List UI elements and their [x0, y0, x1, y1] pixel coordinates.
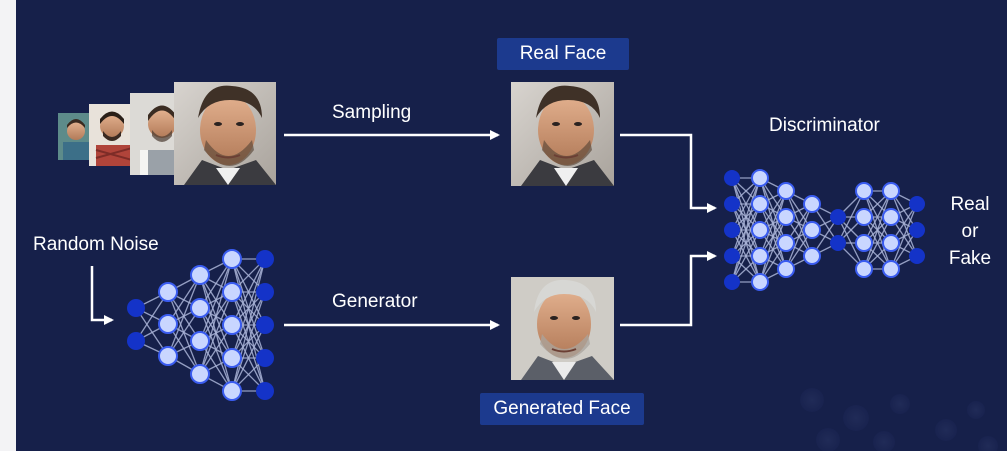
network-node: [158, 314, 178, 334]
output-fake-label: Fake: [948, 248, 992, 269]
network-node: [222, 348, 242, 368]
network-node: [830, 235, 846, 251]
network-node: [777, 234, 795, 252]
discriminator-label: Discriminator: [769, 115, 880, 136]
network-node: [158, 282, 178, 302]
network-connection: [731, 203, 761, 283]
face-photo-3: [130, 93, 180, 175]
generator-neural-network-icon: [127, 249, 274, 401]
face-photo-1: [58, 113, 92, 160]
network-node: [724, 196, 740, 212]
network-connection: [863, 216, 892, 270]
network-node: [158, 346, 178, 366]
network-node: [190, 331, 210, 351]
diagram-canvas: [58, 82, 998, 451]
discriminator-neural-network-icon: [724, 169, 925, 291]
real-to-discriminator-arrow: [620, 133, 717, 213]
decorative-dots: [800, 388, 998, 451]
network-node: [830, 209, 846, 225]
generated-face-photo: [511, 277, 614, 380]
network-node: [190, 265, 210, 285]
network-node: [751, 273, 769, 291]
network-node: [882, 208, 900, 226]
network-node: [724, 170, 740, 186]
network-node: [882, 260, 900, 278]
network-node: [724, 222, 740, 238]
generator-label: Generator: [332, 291, 418, 312]
network-node: [777, 260, 795, 278]
network-node: [127, 299, 145, 317]
output-or-label: or: [961, 221, 979, 242]
network-connection: [731, 177, 761, 283]
network-connection: [759, 190, 787, 257]
network-node: [222, 282, 242, 302]
generated-face-badge: Generated Face: [480, 393, 644, 425]
network-connection: [731, 177, 761, 257]
generated-to-discriminator-arrow: [620, 251, 717, 327]
network-node: [751, 169, 769, 187]
network-node: [256, 349, 274, 367]
network-node: [190, 298, 210, 318]
network-node: [256, 250, 274, 268]
output-real-label: Real: [950, 194, 990, 215]
network-connection: [731, 177, 761, 231]
network-connection: [759, 190, 787, 283]
network-node: [724, 274, 740, 290]
arrows: [90, 130, 717, 330]
network-node: [222, 249, 242, 269]
network-connection: [231, 258, 266, 359]
network-connection: [231, 291, 266, 392]
network-node: [256, 382, 274, 400]
real-face-badge: Real Face: [497, 38, 629, 70]
network-connection: [199, 258, 233, 342]
network-node: [127, 332, 145, 350]
network-node: [882, 182, 900, 200]
output-labels: Real or Fake: [936, 191, 1004, 272]
network-node: [909, 248, 925, 264]
network-node: [190, 364, 210, 384]
network-node: [256, 283, 274, 301]
network-node: [724, 248, 740, 264]
noise-arrow: [90, 266, 114, 325]
network-node: [855, 260, 873, 278]
diagram-panel: Sampling Generator Random Noise Discrimi…: [16, 0, 1007, 451]
network-node: [855, 234, 873, 252]
network-node: [777, 182, 795, 200]
network-node: [855, 182, 873, 200]
face-photo-stack-icon: [58, 82, 276, 185]
network-node: [256, 316, 274, 334]
network-node: [777, 208, 795, 226]
network-node: [222, 381, 242, 401]
random-noise-label: Random Noise: [33, 234, 159, 255]
network-connection: [890, 203, 918, 270]
network-connection: [199, 291, 233, 375]
network-node: [803, 221, 821, 239]
sampling-label: Sampling: [332, 102, 412, 123]
network-node: [803, 195, 821, 213]
network-node: [751, 195, 769, 213]
network-node: [855, 208, 873, 226]
network-connection: [199, 258, 233, 375]
network-node: [222, 315, 242, 335]
network-node: [909, 196, 925, 212]
network-connection: [231, 258, 266, 326]
network-connection: [167, 274, 201, 357]
network-node: [803, 247, 821, 265]
network-node: [751, 221, 769, 239]
network-connection: [863, 190, 892, 244]
real-face-photo: [511, 82, 614, 186]
network-connection: [731, 229, 761, 283]
network-connection: [837, 190, 865, 244]
face-photo-main: [174, 82, 276, 185]
network-node: [909, 222, 925, 238]
network-node: [751, 247, 769, 265]
network-connection: [759, 216, 787, 283]
network-connection: [231, 324, 266, 392]
face-photo-2: [89, 104, 133, 166]
network-connection: [785, 203, 813, 270]
network-connection: [863, 190, 892, 270]
network-connection: [231, 258, 266, 392]
network-node: [882, 234, 900, 252]
